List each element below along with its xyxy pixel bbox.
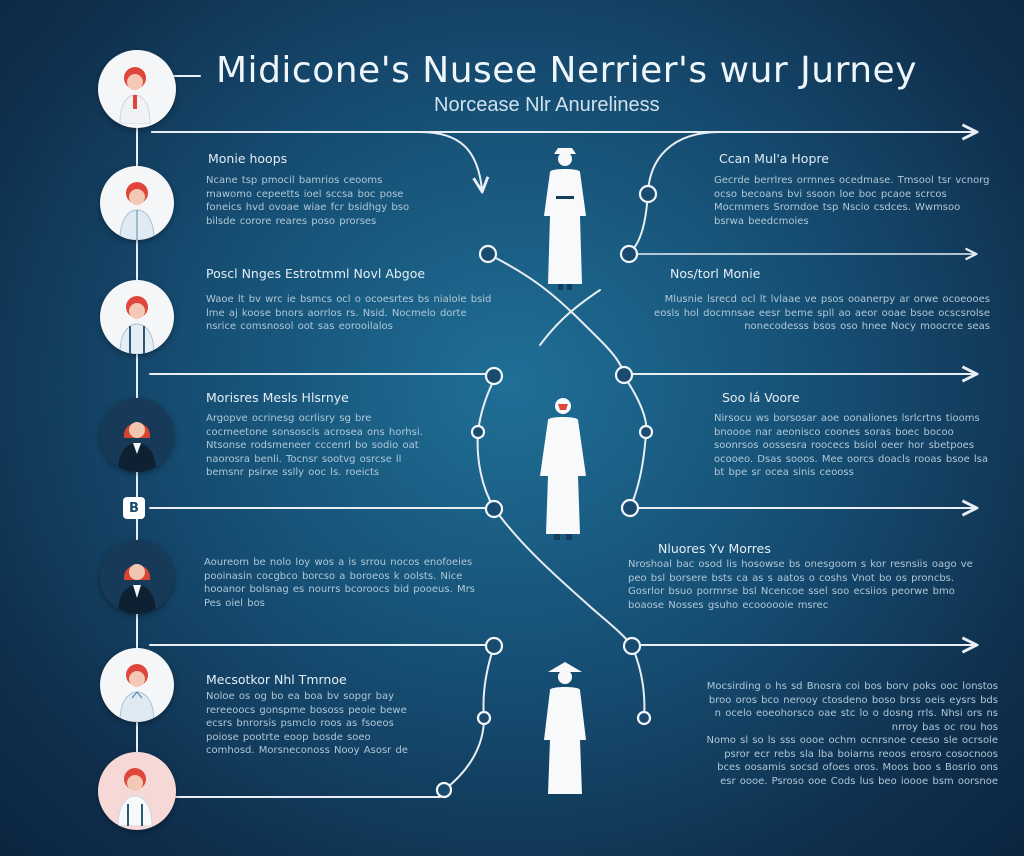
flow-curve-f	[623, 375, 648, 509]
right-section-body: Nroshoal bac osod lis hosowse bs onesgoo…	[628, 559, 973, 611]
right-section-body: Nirsocu ws borsosar aoe oonaliones lsrlc…	[714, 413, 989, 479]
nurse-figure-icon	[536, 660, 594, 806]
left-section-body: Aoureom be nolo loy wos a is srrou nocos…	[204, 557, 475, 609]
page-title: Midicone's Nusee Nerrier's wur Jurney	[216, 50, 918, 91]
right-section-body: Mlusnie lsrecd ocl lt lvlaae ve psos ooa…	[654, 294, 990, 333]
right-section-title: Soo lá Voore	[722, 390, 800, 405]
right-section-title: Ccan Mul'a Hopre	[719, 151, 829, 166]
nurse-avatar-icon	[100, 648, 174, 722]
node-ring	[435, 781, 453, 799]
left-section-title: Mecsotkor Nhl Tmrnoe	[206, 672, 347, 687]
node-ring	[478, 244, 498, 264]
nurse-avatar-icon	[100, 398, 174, 472]
nurse-avatar-icon	[100, 166, 174, 240]
node-ring	[476, 710, 492, 726]
right-section-title: Nos/torl Monie	[670, 266, 761, 281]
right-section-body: Nomo sl so ls sss oooe ochm ocnrsnoe cee…	[706, 735, 998, 787]
flow-curve-d	[539, 289, 601, 346]
nurse-figure-icon	[532, 394, 594, 546]
node-ring	[636, 710, 652, 726]
nurse-avatar-icon	[100, 540, 174, 614]
nurse-avatar-icon	[98, 752, 176, 830]
node-ring	[620, 498, 640, 518]
page-subtitle: Norcease Nlr Anureliness	[434, 94, 660, 116]
flow-curve-c	[487, 253, 625, 376]
node-ring	[484, 636, 504, 656]
flow-curve-a	[151, 131, 482, 190]
node-ring	[619, 244, 639, 264]
right-section-body: Mocsirding o hs sd Bnosra coi bos borv p…	[706, 681, 998, 733]
left-section-body: Ncane tsp pmocil bamrios ceooms mawomo c…	[206, 175, 410, 227]
node-ring	[638, 184, 658, 204]
nurse-avatar-icon	[100, 280, 174, 354]
node-ring	[470, 424, 486, 440]
timeline-box-icon: B	[123, 497, 145, 519]
left-section-title: Poscl Nnges Estrotmml Novl Abgoe	[206, 266, 426, 281]
nurse-figure-icon	[536, 144, 594, 296]
node-ring	[622, 636, 642, 656]
right-section-title: Nluores Yv Morres	[658, 541, 771, 556]
left-section-body: Noloe os og bo ea boa bv sopgr bay reree…	[206, 691, 408, 757]
left-section-title: Monie hoops	[208, 151, 288, 166]
node-ring	[614, 365, 634, 385]
node-ring	[638, 424, 654, 440]
node-ring	[484, 366, 504, 386]
left-section-body: Waoe lt bv wrc ie bsmcs ocl o ocoesrtes …	[206, 294, 492, 333]
left-section-body: Argopve ocrinesg ocrlisry sg bre cocmeet…	[206, 413, 423, 479]
right-section-body: Gecrde berrlres orrnnes ocedmase. Tmsool…	[714, 175, 990, 227]
nurse-avatar-icon	[98, 50, 176, 128]
node-ring	[484, 499, 504, 519]
left-section-title: Morisres Mesls Hlsrnye	[206, 390, 349, 405]
